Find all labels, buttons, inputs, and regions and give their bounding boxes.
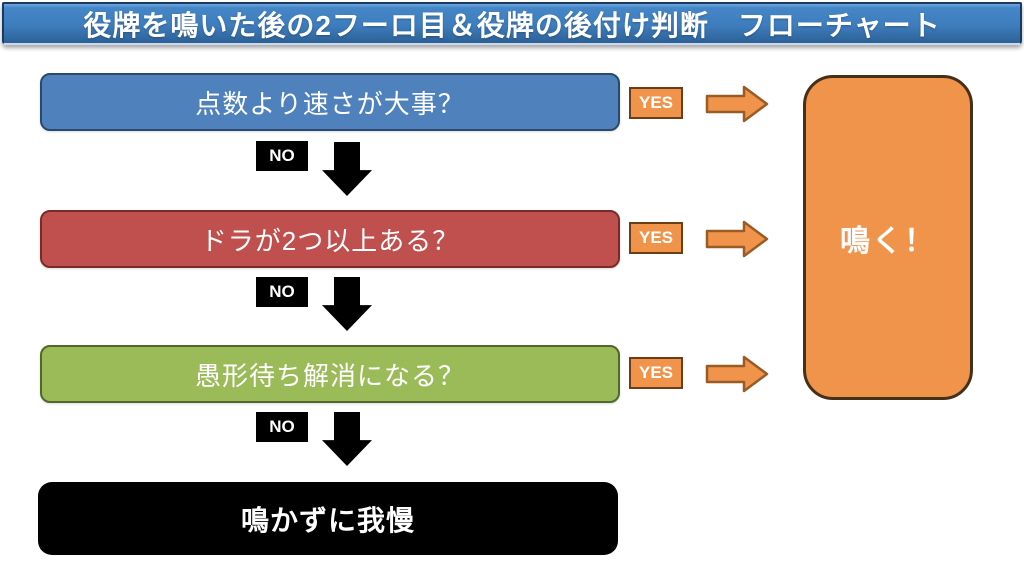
title-bar: 役牌を鳴いた後の2フーロ目＆役牌の後付け判断 フローチャート xyxy=(2,2,1022,45)
page-title: 役牌を鳴いた後の2フーロ目＆役牌の後付け判断 フローチャート xyxy=(83,9,941,41)
no-badge: NO xyxy=(256,412,308,442)
question-box-shape: 愚形待ち解消になる？ xyxy=(40,345,620,403)
question-label: 点数より速さが大事？ xyxy=(195,88,465,119)
question-label: ドラが2つ以上ある？ xyxy=(200,225,460,256)
result-call-label: 鳴く！ xyxy=(840,224,936,258)
right-arrow-shape xyxy=(705,220,769,258)
no-badge: NO xyxy=(256,277,308,307)
yes-badge: YES xyxy=(629,222,683,254)
question-box-dora: ドラが2つ以上ある？ xyxy=(40,210,620,268)
right-arrow-shape xyxy=(705,85,769,123)
result-call-box: 鳴く！ xyxy=(803,75,973,400)
no-badge: NO xyxy=(256,141,308,171)
result-hold-label: 鳴かずに我慢 xyxy=(240,504,415,536)
right-arrow-icon xyxy=(705,220,769,258)
down-arrow-icon xyxy=(322,277,372,331)
right-arrow-icon xyxy=(705,355,769,393)
yes-badge: YES xyxy=(629,87,683,119)
down-arrow-icon xyxy=(322,412,372,466)
right-arrow-icon xyxy=(705,85,769,123)
yes-badge: YES xyxy=(629,357,683,389)
right-arrow-shape xyxy=(705,355,769,393)
question-box-speed: 点数より速さが大事？ xyxy=(40,73,620,131)
result-hold-box: 鳴かずに我慢 xyxy=(38,482,618,555)
question-label: 愚形待ち解消になる？ xyxy=(194,360,465,391)
down-arrow-icon xyxy=(322,142,372,196)
